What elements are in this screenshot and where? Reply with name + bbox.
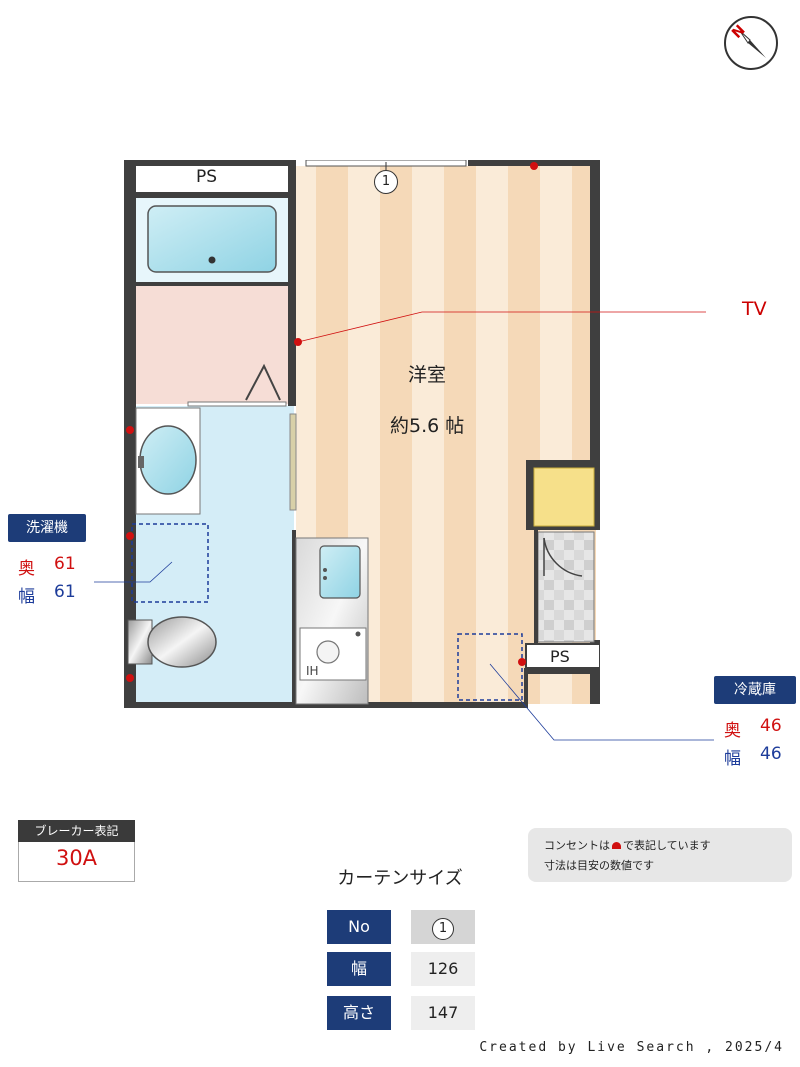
note-line1-after: で表記しています: [623, 839, 711, 852]
curtain-value-width: 126: [411, 952, 475, 986]
washer-width-value: 61: [54, 582, 76, 602]
washer-tag: 洗濯機: [8, 514, 86, 542]
kitchen-sink-icon: [319, 545, 361, 599]
tv-label: TV: [742, 298, 767, 320]
washer-depth-value: 61: [54, 554, 76, 574]
curtain-value-no: 1: [411, 910, 475, 944]
breaker-value: 30A: [55, 846, 98, 870]
fridge-depth-label: 奥: [724, 721, 741, 741]
fridge-width-value: 46: [760, 744, 782, 764]
note-line2: 寸法は目安の数値です: [544, 859, 654, 872]
ps-label-right: PS: [550, 647, 570, 666]
floor-plan: [124, 160, 600, 708]
outlet-icon: [126, 162, 538, 682]
washer-depth-label: 奥: [18, 559, 35, 579]
fridge-width-label: 幅: [724, 749, 741, 769]
curtain-header-height: 高さ: [327, 996, 391, 1030]
toilet-icon: [147, 616, 217, 668]
ps-label-top: PS: [196, 167, 218, 187]
curtain-header-no: No: [327, 910, 391, 944]
window-number: 1: [374, 170, 398, 194]
curtain-value-height: 147: [411, 996, 475, 1030]
curtain-title: カーテンサイズ: [337, 868, 463, 889]
closet: [533, 467, 595, 527]
ps-box-right: [525, 643, 600, 669]
room-name: 洋室: [408, 364, 447, 386]
bath-floor: [136, 284, 294, 404]
credit-line: Created by Live Search , 2025/4: [479, 1040, 784, 1055]
curtain-header-width: 幅: [327, 952, 391, 986]
legend-note: コンセントはで表記しています 寸法は目安の数値です: [528, 828, 792, 882]
ih-stove-icon: [316, 640, 340, 664]
ps-box-top: [136, 166, 288, 192]
fridge-space: [457, 633, 523, 701]
outlet-icon: [612, 842, 621, 849]
bathtub-icon: [147, 205, 277, 273]
fridge-tag: 冷蔵庫: [714, 676, 796, 704]
note-line1-before: コンセントは: [544, 839, 610, 852]
ih-label: IH: [306, 664, 319, 678]
fridge-depth-value: 46: [760, 716, 782, 736]
room-size: 約5.6 帖: [390, 415, 465, 437]
washer-width-label: 幅: [18, 587, 35, 607]
compass-icon: [724, 16, 778, 70]
breaker-title: ブレーカー表記: [18, 820, 135, 842]
curtain-no-number: 1: [432, 918, 454, 940]
washer-space: [131, 523, 209, 603]
